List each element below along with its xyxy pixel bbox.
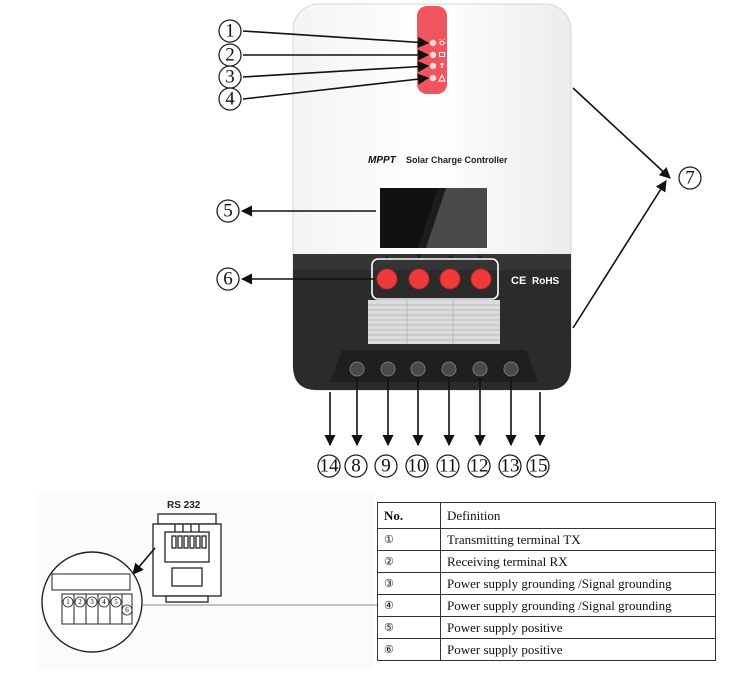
pin-1: 1 [66, 598, 70, 606]
callout-3: 3 [225, 67, 235, 88]
callout-13: 13 [501, 456, 520, 477]
callout-arrows [240, 30, 671, 447]
row-definition: Power supply positive [440, 638, 716, 661]
definition-header: Definition [440, 502, 716, 529]
callout-8: 8 [351, 456, 361, 477]
row-no: ④ [377, 594, 441, 617]
sun-icon [439, 39, 446, 46]
callout-5: 5 [223, 201, 233, 222]
rs232-section: RS 232 1 2 3 4 5 6 [36, 492, 377, 670]
control-buttons [371, 258, 499, 300]
row-definition: Power supply grounding /Signal grounding [440, 572, 716, 595]
row-no: ⑥ [377, 638, 441, 661]
pin-5: 5 [114, 598, 118, 606]
rohs-mark: RoHS [532, 276, 560, 287]
row-no: ① [377, 528, 441, 551]
callout-4: 4 [225, 89, 235, 110]
up-button[interactable] [376, 268, 398, 290]
led-2 [429, 51, 437, 59]
row-no: ② [377, 550, 441, 573]
up-marker: ▲ [383, 252, 392, 262]
ce-mark: CE [511, 275, 526, 287]
row-definition: Power supply positive [440, 616, 716, 639]
callout-9: 9 [381, 456, 391, 477]
callout-12: 12 [470, 456, 489, 477]
callout-2: 2 [225, 45, 235, 66]
device-title: Solar Charge Controller [406, 155, 508, 165]
left-marker: ◄ [446, 252, 455, 262]
led-indicator-panel [417, 6, 447, 94]
left-button[interactable] [439, 268, 461, 290]
terminals [349, 361, 519, 377]
right-marker: ► [477, 252, 486, 262]
callout-6: 6 [223, 269, 233, 290]
charge-controller: MPPT Solar Charge Controller ▲ ▼ ◄ ► CE … [292, 3, 572, 391]
rs232-label: RS 232 [167, 500, 201, 511]
rs232-pins: 1 2 3 4 5 6 [62, 596, 133, 616]
down-button[interactable] [408, 268, 430, 290]
pin-2: 2 [78, 598, 82, 606]
warning-icon [438, 73, 446, 82]
load-icon [440, 63, 444, 68]
callout-10: 10 [408, 456, 427, 477]
row-definition: Transmitting terminal TX [440, 528, 716, 551]
no-header: No. [377, 502, 441, 529]
callout-labels: 1 2 3 4 5 6 7 14 8 9 10 11 12 13 15 [216, 19, 702, 478]
led-3 [429, 62, 437, 70]
battery-icon [439, 52, 445, 57]
row-no: ③ [377, 572, 441, 595]
callout-11: 11 [439, 456, 457, 477]
callout-1: 1 [225, 21, 235, 42]
device-brand: MPPT [368, 155, 397, 166]
row-no: ⑤ [377, 616, 441, 639]
led-1 [429, 39, 437, 47]
pin-4: 4 [102, 598, 106, 606]
rs232-port [152, 513, 222, 603]
pin-6: 6 [125, 606, 129, 614]
lcd-screen [380, 188, 487, 248]
callout-14: 14 [320, 456, 340, 477]
pin-3: 3 [90, 598, 94, 606]
row-definition: Receiving terminal RX [440, 550, 716, 573]
led-4 [429, 74, 437, 82]
callout-7: 7 [685, 168, 695, 189]
spec-plate [368, 300, 500, 344]
table-header-row: No. Definition [377, 502, 716, 529]
right-button[interactable] [470, 268, 492, 290]
row-definition: Power supply grounding /Signal grounding [440, 594, 716, 617]
callout-15: 15 [529, 456, 548, 477]
down-marker: ▼ [415, 252, 424, 262]
